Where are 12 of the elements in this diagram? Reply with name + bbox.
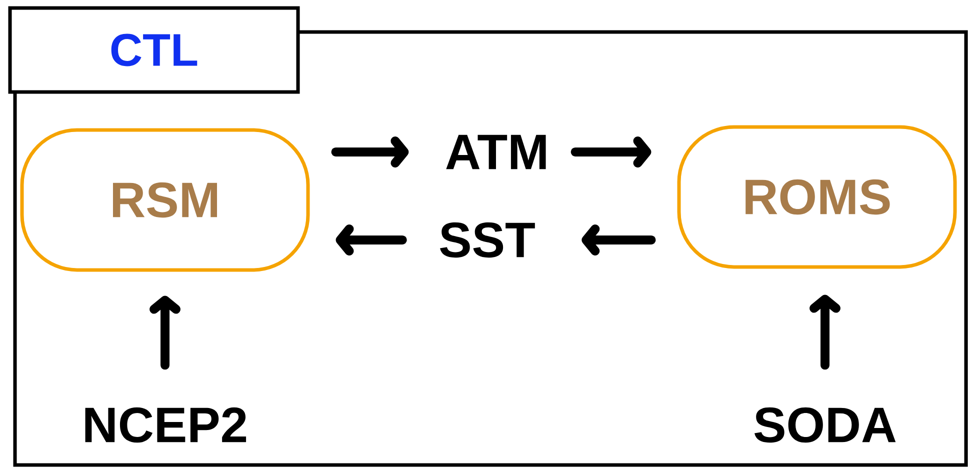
arrow (331, 136, 409, 168)
flux-label: SST (440, 222, 535, 258)
model-box: RSM (20, 128, 310, 272)
source-label: SODA (754, 407, 896, 443)
arrow (570, 136, 652, 168)
arrow (336, 224, 407, 256)
arrow (810, 294, 840, 370)
arrow (150, 296, 180, 370)
source-label: NCEP2 (85, 407, 246, 443)
model-box: ROMS (677, 125, 957, 269)
arrow (582, 224, 656, 256)
flux-label: ATM (446, 134, 546, 170)
